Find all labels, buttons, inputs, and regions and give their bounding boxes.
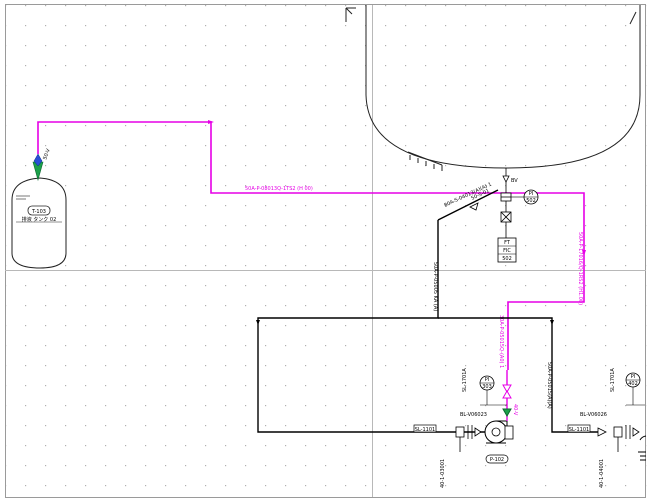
- vessel-nozzle-flag: [345, 7, 356, 22]
- line-label-black-vertical-right: 50A-P-05015(A)(A): [546, 362, 552, 409]
- pressure-indicator-left[interactable]: PI 303: [479, 375, 507, 406]
- pi-right-number: 402: [628, 381, 638, 387]
- left-vertical-tag: 40-1-03001: [440, 459, 446, 488]
- line-label-top: 50A-P-08013Q-1TS2 (H 00): [245, 186, 313, 192]
- pump-disch-tag: 40-V: [512, 404, 518, 416]
- pi-top-number: 502: [526, 198, 536, 204]
- pi-left-tag: SL-1701A: [462, 368, 468, 392]
- flow-arrows: [208, 120, 586, 256]
- pressure-indicator-top[interactable]: PI 502: [523, 189, 539, 205]
- pump-tag: P-102: [490, 457, 504, 463]
- instrument-stack[interactable]: FT FIC 502: [497, 237, 517, 263]
- small-tank[interactable]: T-103 排液 タンク 02: [11, 177, 67, 269]
- pump-p102[interactable]: [484, 420, 514, 444]
- pi-right-tag: SL-1701A: [610, 368, 616, 392]
- magenta-process-lines: [37, 121, 585, 370]
- tank-tag-box: [27, 205, 51, 216]
- line-label-black-vertical-left: 50A-P-05005 KA (A): [432, 262, 438, 311]
- vessel-support-lug: [407, 151, 443, 171]
- right-suction-tag: BL-V06026: [580, 412, 607, 418]
- ftx-line1: FT: [504, 240, 511, 246]
- pi-left-number: 303: [482, 384, 492, 390]
- left-suction-tag: BL-V06023: [460, 412, 487, 418]
- ftx-line2: FIC: [503, 248, 511, 254]
- right-suction-fittings[interactable]: [597, 425, 640, 452]
- black-arrows: [256, 320, 554, 325]
- tank-inlet-valve[interactable]: [32, 153, 44, 182]
- pi-right-label: PI: [631, 374, 636, 380]
- right-spec-tag: SL-1101: [569, 427, 589, 433]
- tank-inlet-tag: 50-V: [42, 147, 52, 160]
- ftx-line3: 502: [502, 256, 512, 262]
- right-spec-box: [567, 424, 591, 433]
- vessel-bottom-tag: BV: [511, 178, 518, 184]
- pump-tag-box: [485, 454, 509, 464]
- vessel-corner-mark: [629, 11, 637, 25]
- left-spec-box: [413, 424, 437, 433]
- pump-right-partial[interactable]: [638, 435, 647, 461]
- tank-name: 排液 タンク 02: [22, 216, 57, 223]
- pi-top-label: PI: [529, 191, 534, 197]
- pump-discharge-valves[interactable]: [502, 370, 512, 421]
- drawing-border: [5, 4, 646, 498]
- line-label-magenta-vertical: 30A-P-05015Q-(A0) 1: [498, 315, 504, 368]
- pi-left-label: PI: [485, 377, 490, 383]
- tank-tag: T-103: [31, 209, 46, 215]
- pressure-indicator-right[interactable]: PI 402: [625, 372, 645, 406]
- diag-valve[interactable]: [469, 202, 479, 211]
- line-label-right-vertical: 50A-P-17016/Q-1RS2 (H1.00): [577, 232, 583, 305]
- left-spec-tag: SL-1101: [415, 427, 435, 433]
- left-suction-fittings[interactable]: [455, 425, 482, 452]
- right-vertical-tag: 40-1-04001: [599, 459, 605, 488]
